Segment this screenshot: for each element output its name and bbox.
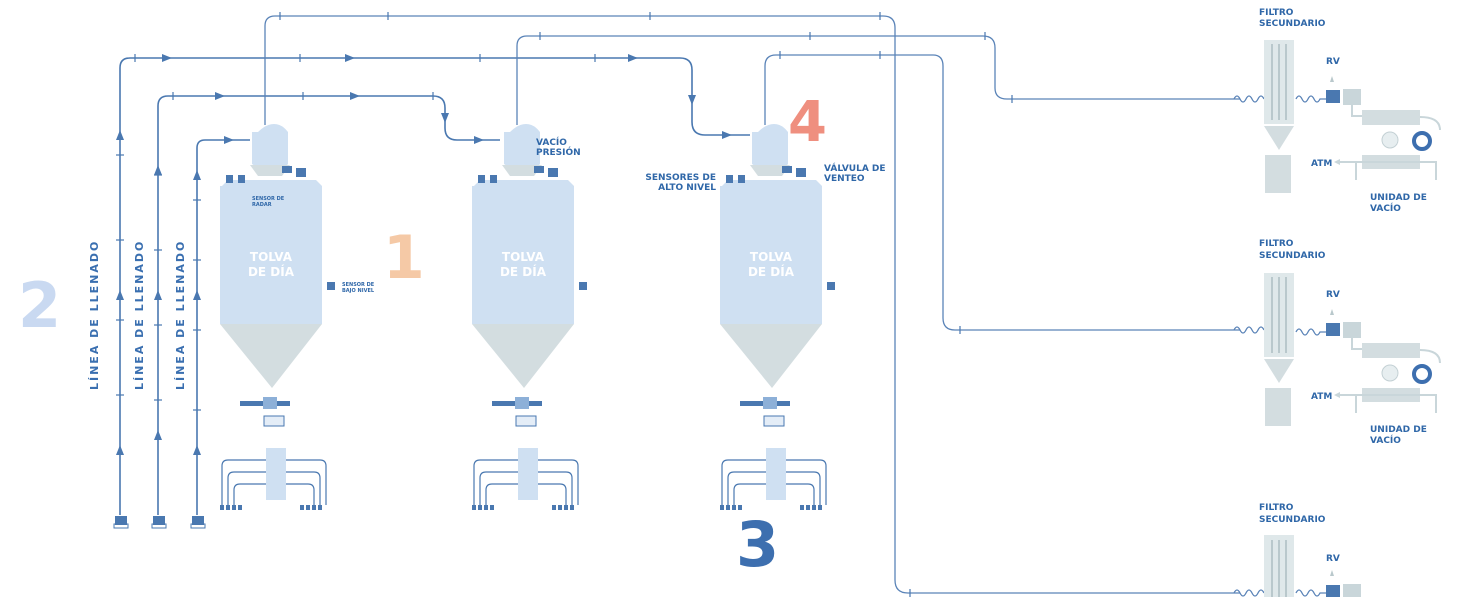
filter-2-label-1: FILTRO	[1259, 239, 1294, 249]
pressure-label: PRESIÓN	[536, 146, 581, 158]
fill-line-1-pipe	[119, 57, 750, 515]
hopper-3-label-2: DE DÍA	[748, 264, 795, 279]
filter-2-label-2: SECUNDARIO	[1259, 251, 1326, 261]
flex-hose	[1233, 589, 1265, 597]
filter-3-label-2: SECUNDARIO	[1259, 515, 1326, 525]
hopper-2-label-1: TOLVA	[502, 250, 545, 264]
atm-1-label: ATM	[1311, 159, 1332, 169]
fill-line-3-pipe	[196, 139, 250, 515]
number-2: 2	[18, 269, 61, 342]
hopper-1-label-1: TOLVA	[250, 250, 293, 264]
flex-hose	[1233, 326, 1265, 334]
vacuum-line-a	[264, 15, 1240, 594]
vent-valve-label-1: VÁLVULA DE	[824, 162, 886, 174]
vent-valve-label-2: VENTEO	[824, 174, 865, 184]
vacuum-unit-2-label-2: VACÍO	[1370, 434, 1401, 446]
flex-hose	[1233, 95, 1265, 103]
day-hopper-2	[471, 123, 588, 511]
vacuum-line-c	[764, 54, 1240, 331]
rv-2-label: RV	[1326, 290, 1340, 300]
high-level-sensors-label-2: ALTO NIVEL	[658, 183, 716, 193]
fill-line-label-3: LÍNEA DE LLENADO	[174, 240, 187, 390]
filter-1-label-1: FILTRO	[1259, 8, 1294, 18]
flow-arrows	[116, 54, 732, 455]
feed-points	[113, 516, 206, 529]
fill-line-label-1: LÍNEA DE LLENADO	[88, 240, 101, 390]
rv-1-label: RV	[1326, 57, 1340, 67]
radar-sensor-label-2: RADAR	[252, 202, 272, 208]
fill-line-label-2: LÍNEA DE LLENADO	[133, 240, 146, 390]
hopper-2-label-2: DE DÍA	[500, 264, 547, 279]
vacuum-unit-1-label-1: UNIDAD DE	[1370, 193, 1427, 203]
vacuum-unit-2-label-1: UNIDAD DE	[1370, 425, 1427, 435]
vacuum-unit-3	[1264, 535, 1361, 597]
hopper-3-label-1: TOLVA	[750, 250, 793, 264]
fill-line-2-pipe	[157, 95, 500, 515]
vacuum-unit-1	[1264, 40, 1441, 193]
hopper-1-label-2: DE DÍA	[248, 264, 295, 279]
rv-3-label: RV	[1326, 554, 1340, 564]
filter-3-label-1: FILTRO	[1259, 503, 1294, 513]
day-hopper-3	[719, 123, 836, 511]
atm-2-label: ATM	[1311, 392, 1332, 402]
day-hopper-1	[220, 124, 335, 510]
number-4: 4	[788, 90, 827, 155]
conveying-pipes	[119, 15, 1265, 597]
number-1: 1	[383, 223, 425, 293]
low-level-sensor-label-2: BAJO NIVEL	[342, 288, 375, 294]
vacuum-line-b	[516, 35, 1240, 125]
vacuum-unit-2	[1262, 271, 1442, 428]
vacuum-label: VACÍO	[536, 136, 567, 148]
low-level-sensor-label-1: SENSOR DE	[342, 282, 375, 288]
number-3: 3	[736, 508, 779, 581]
radar-sensor-label-1: SENSOR DE	[252, 196, 285, 202]
high-level-sensors-label-1: SENSORES DE	[645, 173, 716, 183]
filter-1-label-2: SECUNDARIO	[1259, 19, 1326, 29]
vacuum-unit-1-label-2: VACÍO	[1370, 202, 1401, 214]
